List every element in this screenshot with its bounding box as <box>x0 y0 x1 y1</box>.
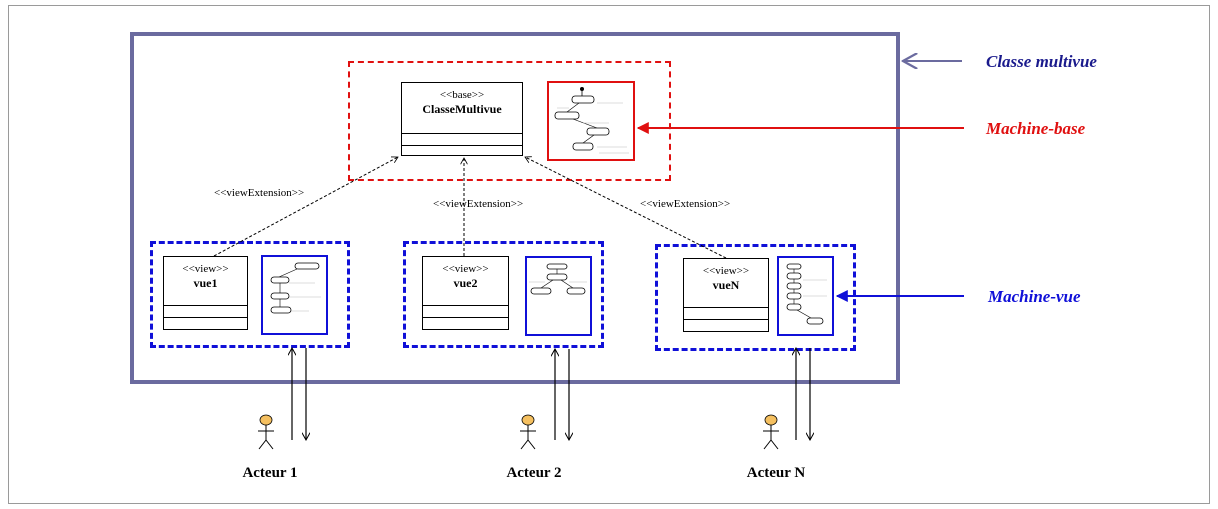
machine-vue-statechart-1 <box>261 255 328 335</box>
base-class-name: ClasseMultivue <box>422 102 502 116</box>
machine-base-label: Machine-base <box>986 119 1086 138</box>
classe-multivue-box <box>130 32 900 384</box>
view-class-2-name: vue2 <box>453 276 478 290</box>
machine-base-statechart <box>547 81 635 161</box>
operations-divider <box>402 145 522 146</box>
classe-multivue-label: Classe multivue <box>986 52 1097 71</box>
base-class-stereotype: <<base>> <box>439 89 485 101</box>
view-class-2: <<view>> vue2 <box>422 256 509 330</box>
machine-vue-area-2 <box>403 241 604 348</box>
statechart-vue1-drawing <box>270 262 321 314</box>
figure-frame <box>8 5 1210 504</box>
operations-divider <box>684 319 768 320</box>
base-class-box: <<base>> ClasseMultivue <box>401 82 523 156</box>
relation-label-1: <<viewExtension>> <box>214 187 305 199</box>
actor-2-icon <box>520 414 536 450</box>
view-class-1: <<view>> vue1 <box>163 256 248 330</box>
attributes-divider <box>402 133 522 134</box>
view-extension-arrow-1 <box>213 157 398 257</box>
view-class-n-stereotype: <<view>> <box>702 265 750 277</box>
actor-1-icon <box>258 414 274 450</box>
view-extension-arrow-n <box>525 157 727 259</box>
view-class-1-name: vue1 <box>193 276 218 290</box>
view-class-n: <<view>> vueN <box>683 258 769 332</box>
machine-vue-statechart-n <box>777 256 834 336</box>
machine-vue-area-n <box>655 244 856 351</box>
view-class-1-stereotype: <<view>> <box>182 263 229 275</box>
attributes-divider <box>684 307 768 308</box>
actor-1-name: Acteur 1 <box>242 465 298 481</box>
attributes-divider <box>423 305 508 306</box>
machine-vue-area-1 <box>150 241 350 348</box>
statechart-base-drawing <box>554 87 629 154</box>
relation-label-n: <<viewExtension>> <box>640 198 731 210</box>
view-class-2-stereotype: <<view>> <box>442 263 489 275</box>
actor-2-name: Acteur 2 <box>506 465 562 481</box>
attributes-divider <box>164 305 247 306</box>
operations-divider <box>423 317 508 318</box>
actor-n-name: Acteur N <box>746 465 806 481</box>
machine-base-area <box>348 61 671 181</box>
statechart-vuen-drawing <box>786 263 827 325</box>
statechart-vue2-drawing <box>529 263 587 295</box>
relation-label-2: <<viewExtension>> <box>433 198 524 210</box>
operations-divider <box>164 317 247 318</box>
view-class-n-name: vueN <box>712 278 740 292</box>
actor-n-icon <box>763 414 779 450</box>
machine-vue-statechart-2 <box>525 256 592 336</box>
machine-vue-label: Machine-vue <box>988 287 1081 306</box>
